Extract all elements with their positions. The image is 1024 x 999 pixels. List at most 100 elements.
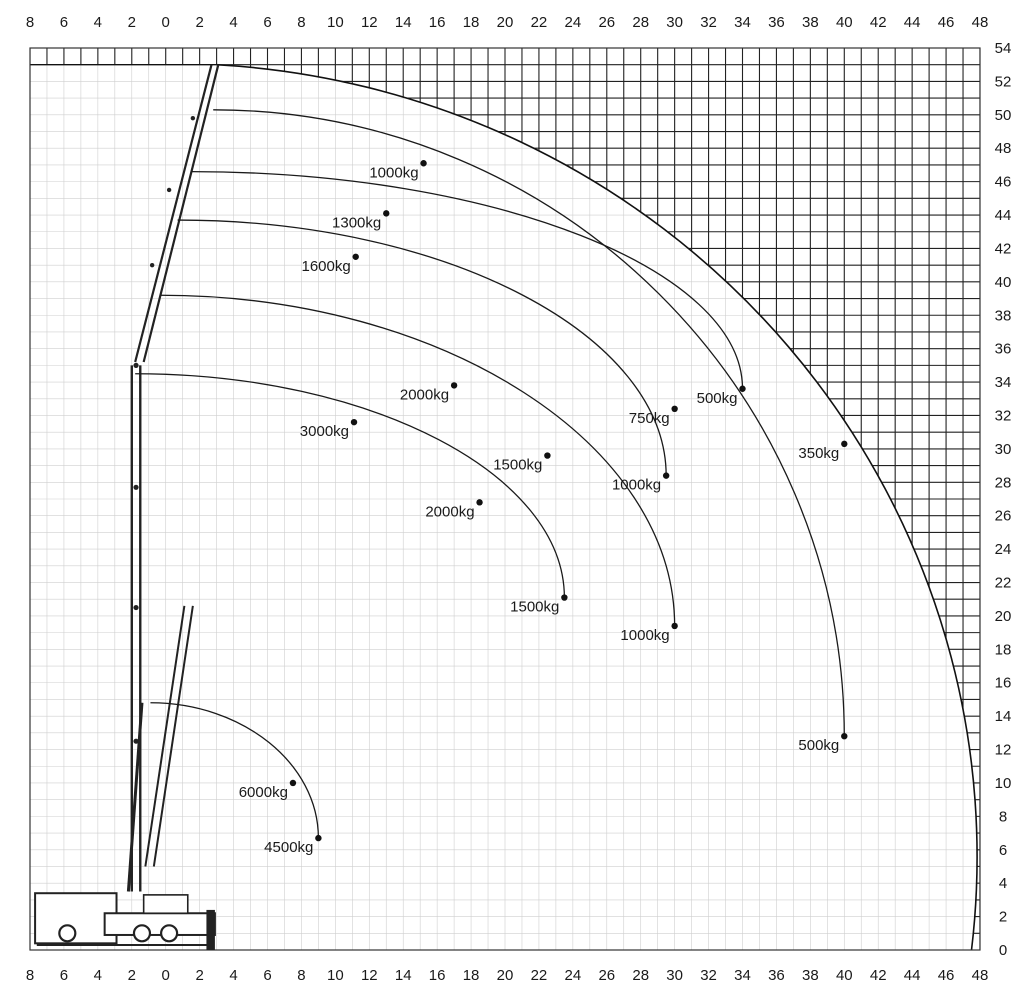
- y-tick-label: 16: [995, 675, 1012, 692]
- y-tick-label: 22: [995, 575, 1012, 592]
- load-label: 1000kg: [369, 164, 418, 181]
- y-tick-label: 24: [995, 541, 1012, 558]
- x-tick-label-top: 6: [60, 14, 68, 31]
- load-arc: [177, 219, 667, 476]
- y-tick-label: 30: [995, 441, 1012, 458]
- y-axis-right: 0246810121416182022242628303234363840424…: [995, 40, 1012, 959]
- x-tick-label-bottom: 40: [836, 967, 853, 984]
- x-tick-label-bottom: 48: [972, 967, 989, 984]
- x-tick-label-bottom: 6: [60, 967, 68, 984]
- load-point: [841, 732, 848, 740]
- load-point: [561, 594, 568, 601]
- x-tick-label-bottom: 34: [734, 967, 751, 984]
- x-tick-label-top: 38: [802, 14, 819, 31]
- x-tick-label-top: 18: [463, 14, 480, 31]
- load-arcs: [135, 109, 845, 839]
- load-point: [352, 253, 359, 260]
- x-tick-label-top: 44: [904, 14, 921, 31]
- load-label: 4500kg: [264, 839, 313, 856]
- x-tick-label-bottom: 38: [802, 967, 819, 984]
- outrigger: [206, 909, 215, 950]
- jib-joint: [190, 115, 196, 121]
- y-tick-label: 10: [995, 775, 1012, 792]
- x-tick-label-bottom: 8: [26, 967, 34, 984]
- load-label: 2000kg: [400, 386, 449, 403]
- x-tick-label-top: 36: [768, 14, 785, 31]
- load-arc: [135, 373, 566, 598]
- jib-right: [142, 64, 220, 363]
- y-tick-label: 50: [995, 107, 1012, 124]
- truck-cab: [34, 892, 118, 945]
- y-tick-label: 34: [995, 374, 1012, 391]
- lower-boom-right: [152, 605, 194, 867]
- truck-chassis: [103, 912, 216, 936]
- y-tick-label: 0: [999, 942, 1007, 959]
- x-tick-label-top: 24: [565, 14, 582, 31]
- tower-joint: [133, 362, 139, 368]
- x-tick-label-bottom: 2: [128, 967, 136, 984]
- load-point: [383, 210, 390, 217]
- x-tick-label-bottom: 16: [429, 967, 446, 984]
- y-tick-label: 48: [995, 140, 1012, 157]
- x-tick-label-bottom: 0: [162, 967, 170, 984]
- load-label: 3000kg: [300, 423, 349, 440]
- x-tick-label-bottom: 42: [870, 967, 887, 984]
- y-tick-label: 2: [999, 909, 1007, 926]
- load-point: [739, 385, 746, 392]
- x-tick-label-bottom: 12: [361, 967, 378, 984]
- load-label: 6000kg: [239, 784, 288, 801]
- x-tick-label-top: 8: [26, 14, 34, 31]
- x-tick-label-top: 46: [938, 14, 955, 31]
- y-tick-label: 40: [995, 274, 1012, 291]
- x-tick-label-top: 20: [497, 14, 514, 31]
- x-tick-label-top: 10: [327, 14, 344, 31]
- x-tick-label-bottom: 26: [598, 967, 615, 984]
- wheel-front: [58, 924, 77, 943]
- x-tick-label-top: 32: [700, 14, 717, 31]
- load-point: [420, 160, 427, 167]
- x-tick-label-top: 4: [229, 14, 237, 31]
- load-point: [476, 499, 483, 506]
- x-tick-label-top: 30: [666, 14, 683, 31]
- y-tick-label: 26: [995, 508, 1012, 525]
- load-arc: [160, 294, 676, 626]
- wheel-middle: [132, 924, 152, 943]
- load-label: 500kg: [697, 390, 738, 407]
- load-point: [289, 779, 297, 787]
- x-tick-label-top: 22: [531, 14, 548, 31]
- y-tick-label: 46: [995, 174, 1012, 191]
- x-tick-label-top: 26: [598, 14, 615, 31]
- y-tick-label: 6: [999, 842, 1007, 859]
- y-tick-label: 44: [995, 207, 1012, 224]
- turntable: [142, 894, 189, 915]
- tower-joint: [133, 604, 139, 611]
- x-tick-label-bottom: 36: [768, 967, 785, 984]
- load-point: [671, 622, 678, 630]
- x-tick-label-bottom: 30: [666, 967, 683, 984]
- load-arc: [213, 109, 845, 737]
- y-tick-label: 8: [999, 808, 1007, 825]
- y-tick-label: 18: [995, 641, 1012, 658]
- x-tick-label-bottom: 22: [531, 967, 548, 984]
- x-tick-label-bottom: 8: [297, 967, 305, 984]
- plot-border: [29, 47, 981, 951]
- load-label: 2000kg: [425, 503, 474, 520]
- x-tick-label-top: 28: [632, 14, 649, 31]
- x-tick-label-bottom: 44: [904, 967, 921, 984]
- y-tick-label: 12: [995, 742, 1012, 759]
- x-tick-label-bottom: 24: [565, 967, 582, 984]
- jib-left: [134, 64, 213, 363]
- load-label: 500kg: [798, 737, 839, 754]
- load-point: [350, 418, 358, 426]
- x-tick-label-bottom: 46: [938, 967, 955, 984]
- x-tick-label-bottom: 4: [229, 967, 237, 984]
- x-tick-label-top: 2: [195, 14, 203, 31]
- x-tick-label-bottom: 6: [263, 967, 271, 984]
- crane-drawing: [34, 64, 220, 950]
- y-tick-label: 4: [999, 875, 1007, 892]
- x-tick-label-top: 40: [836, 14, 853, 31]
